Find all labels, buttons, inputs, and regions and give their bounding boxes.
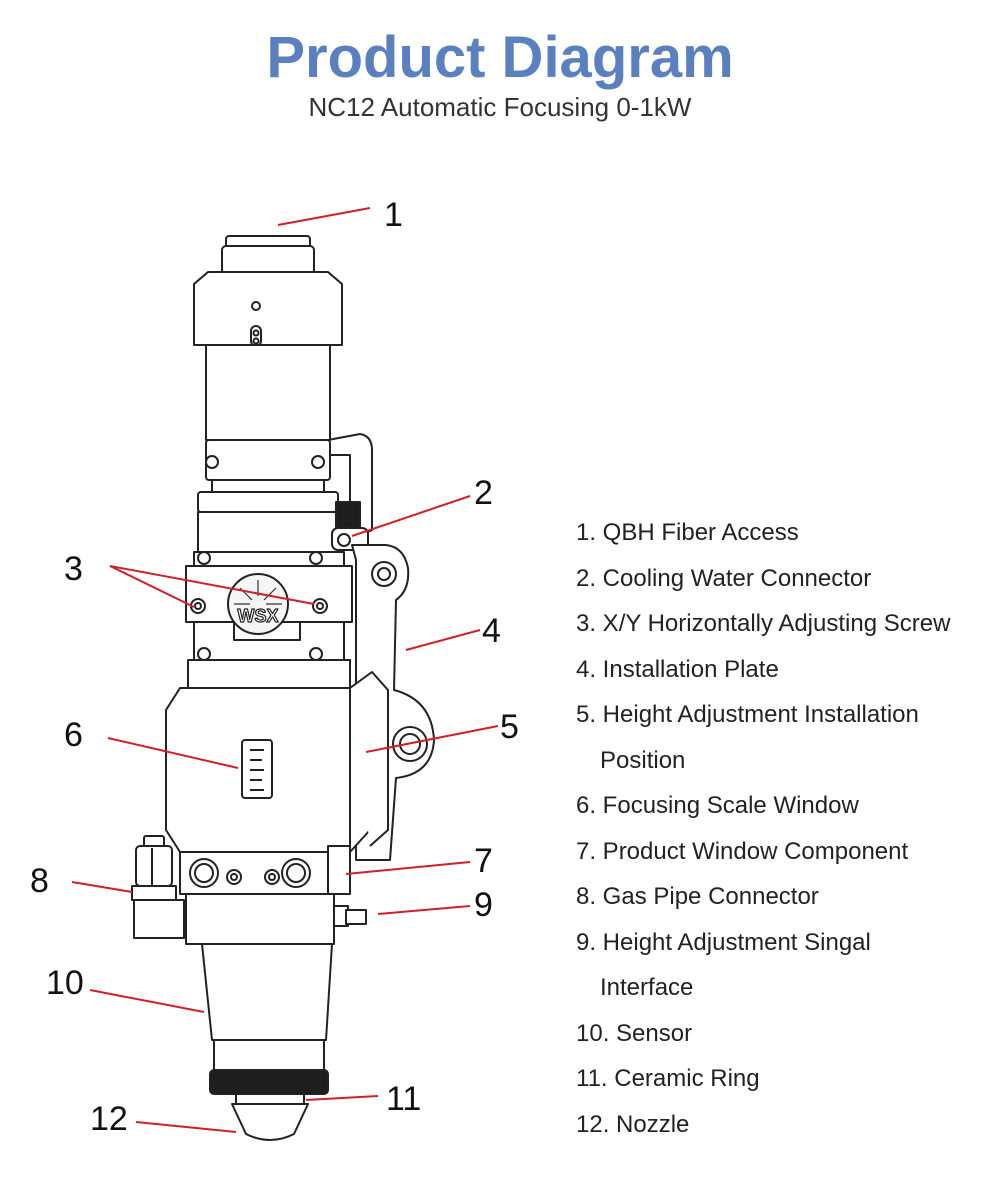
legend-item: 11. Ceramic Ring (576, 1056, 996, 1102)
callout-5: 5 (500, 708, 519, 746)
sensor (201, 943, 333, 1041)
legend-item: 4. Installation Plate (576, 647, 996, 693)
legend-item-text: 12. Nozzle (576, 1110, 690, 1138)
legend-item-text: 11. Ceramic Ring (576, 1065, 760, 1092)
height-adjustment-signal-interface (333, 905, 367, 927)
legend-item-continuation: Interface (600, 974, 694, 1001)
legend-item-text: 6. Focusing Scale Window (576, 792, 859, 819)
callout-8: 8 (30, 862, 49, 900)
legend-item: 3. X/Y Horizontally Adjusting Screw (576, 601, 996, 647)
callout-6: 6 (64, 716, 83, 754)
legend-item: 12. Nozzle (576, 1102, 996, 1148)
nozzle (231, 1093, 309, 1141)
main-housing (165, 659, 389, 853)
page-subtitle: NC12 Automatic Focusing 0-1kW (308, 92, 692, 122)
callout-10: 10 (46, 964, 84, 1002)
callout-7: 7 (474, 842, 493, 880)
wsx-logo-text: WSX (237, 606, 278, 626)
legend-item: 2. Cooling Water Connector (576, 556, 996, 602)
legend-item: 10. Sensor (576, 1011, 996, 1057)
legend-item: 6. Focusing Scale Window (576, 783, 996, 829)
xy-adjustment-block (185, 551, 353, 661)
legend-item-continuation: Position (600, 746, 686, 774)
page-title: Product Diagram (266, 25, 734, 90)
legend-item-text: 8. Gas Pipe Connector (576, 883, 819, 910)
legend-item-text: 10. Sensor (576, 1019, 693, 1047)
component-legend: 1. QBH Fiber Access 2. Cooling Water Con… (576, 510, 996, 1147)
product-window-component (179, 845, 351, 895)
gas-pipe-connector (131, 835, 185, 939)
ceramic-ring (209, 1069, 329, 1095)
callout-3: 3 (64, 550, 83, 588)
callout-12: 12 (90, 1100, 128, 1138)
callout-1: 1 (384, 196, 403, 234)
wsx-logo-icon (234, 580, 282, 605)
legend-item-text: 7. Product Window Component (576, 837, 909, 865)
callout-11: 11 (386, 1080, 421, 1118)
callout-9: 9 (474, 886, 493, 924)
legend-item-text: 3. X/Y Horizontally Adjusting Screw (576, 610, 951, 637)
lower-body (185, 893, 335, 945)
legend-item: 8. Gas Pipe Connector (576, 874, 996, 920)
legend-item-text: 1. QBH Fiber Access (576, 519, 799, 546)
callout-2: 2 (474, 474, 493, 512)
qbh-fiber-access (193, 235, 343, 347)
callout-4: 4 (482, 612, 501, 650)
legend-item-text: 2. Cooling Water Connector (576, 564, 872, 592)
legend-item: 1. QBH Fiber Access (576, 510, 996, 556)
legend-item-text: 5. Height Adjustment Installation (576, 701, 919, 728)
upper-body (197, 344, 339, 553)
legend-item: 7. Product Window Component (576, 829, 996, 875)
legend-item-text: 9. Height Adjustment Singal (576, 928, 871, 956)
leader-lines (71, 207, 499, 1133)
legend-item-text: 4. Installation Plate (576, 655, 779, 683)
